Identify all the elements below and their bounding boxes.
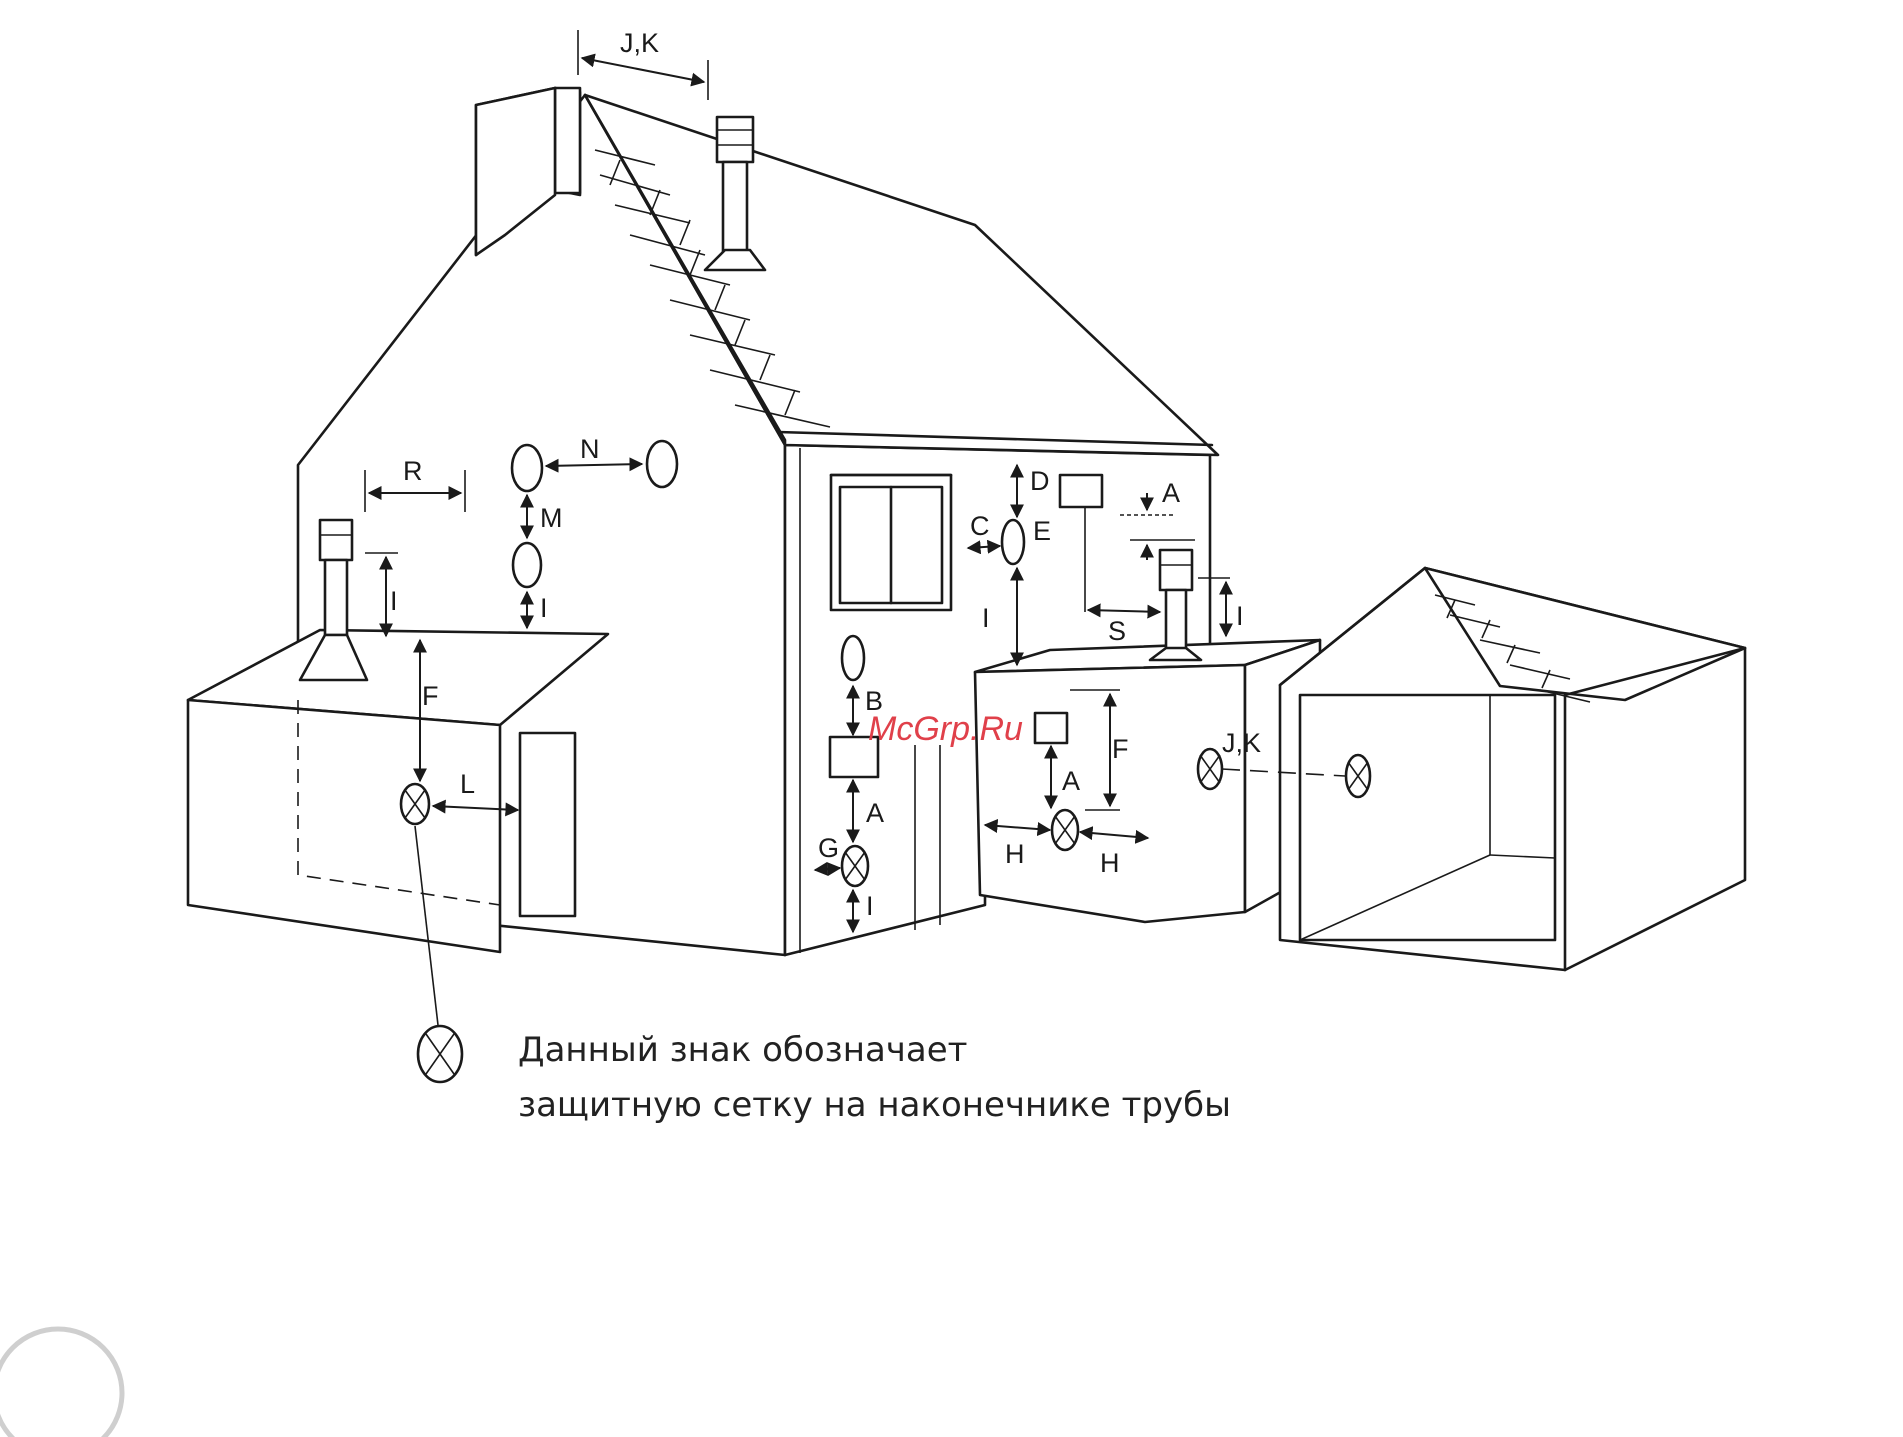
label-h-1: H	[1005, 839, 1025, 869]
legend-line-2: защитную сетку на наконечнике трубы	[518, 1085, 1231, 1125]
label-l: L	[460, 769, 475, 799]
window	[831, 475, 951, 610]
label-r: R	[403, 456, 423, 486]
page-circle-mark	[0, 1329, 122, 1437]
label-d: D	[1030, 466, 1050, 496]
label-f-2: F	[1112, 734, 1129, 764]
side-door	[520, 733, 575, 916]
opening-b	[842, 636, 864, 680]
label-i-2: I	[390, 586, 398, 616]
label-i-1: I	[540, 593, 548, 623]
opening-e	[1002, 520, 1024, 564]
label-i-5: I	[866, 891, 874, 921]
label-e: E	[1033, 516, 1051, 546]
label-g: G	[818, 833, 839, 863]
label-m: M	[540, 503, 563, 533]
opening-1	[512, 445, 542, 491]
label-a-1: A	[1162, 478, 1180, 508]
label-a-2: A	[866, 798, 884, 828]
vent-upper	[1060, 475, 1102, 507]
watermark: McGrp.Ru	[868, 710, 1023, 748]
vent-ext	[1035, 713, 1067, 743]
legend-guard-icon	[418, 1026, 462, 1082]
guard-symbol-icon	[401, 784, 429, 824]
guard-symbol-icon	[842, 846, 868, 886]
opening-3	[513, 543, 541, 587]
opening-2	[647, 441, 677, 487]
label-i-3: I	[982, 603, 990, 633]
label-f-1: F	[422, 681, 439, 711]
guard-symbol-icon	[1052, 810, 1078, 850]
label-n: N	[580, 434, 600, 464]
label-h-2: H	[1100, 848, 1120, 878]
label-c: C	[970, 511, 990, 541]
label-i-4: I	[1236, 601, 1244, 631]
label-a-3: A	[1062, 766, 1080, 796]
guard-symbol-icon	[1198, 749, 1222, 789]
guard-symbol-icon	[1346, 755, 1370, 797]
label-s: S	[1108, 616, 1126, 646]
label-jk-top: J,K	[620, 28, 659, 58]
label-jk-garage: J,K	[1222, 728, 1261, 758]
legend-line-1: Данный знак обозначает	[518, 1030, 967, 1070]
